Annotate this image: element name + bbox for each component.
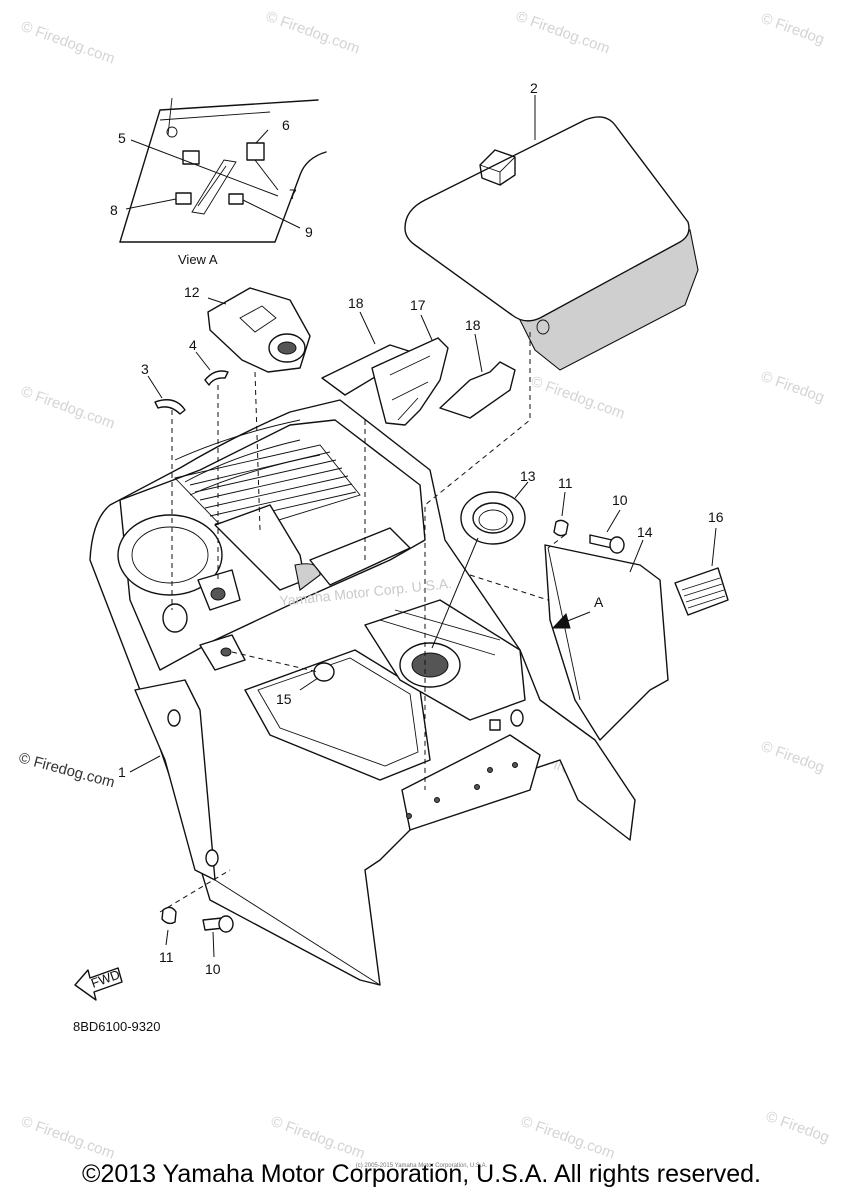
side-hole bbox=[162, 603, 188, 633]
view-a-inset bbox=[119, 97, 327, 243]
callouts: 2 5 6 7 8 9 View A 12 18 17 18 4 3 13 11… bbox=[110, 80, 724, 977]
callout-14: 14 bbox=[637, 524, 653, 540]
watermark-b1: © Firedog.com bbox=[269, 1113, 367, 1163]
watermark-top-1: © Firedog.com bbox=[264, 8, 362, 58]
bracket-17 bbox=[371, 337, 449, 426]
fwd-arrow: FWD bbox=[74, 967, 123, 1001]
inset-body bbox=[119, 151, 327, 243]
inset-pad-8 bbox=[175, 192, 192, 205]
callout-7: 7 bbox=[289, 186, 297, 202]
callout-6: 6 bbox=[282, 117, 290, 133]
clip-4 bbox=[204, 370, 229, 386]
body-top-rim bbox=[119, 419, 426, 671]
inset-outline bbox=[119, 99, 319, 243]
inset-pad-5 bbox=[182, 150, 200, 165]
watermark-ml: © Firedog.com bbox=[19, 383, 117, 433]
fasteners-right bbox=[553, 491, 625, 554]
copyright-footer: ©2013 Yamaha Motor Corporation, U.S.A. A… bbox=[82, 1160, 761, 1188]
diagram-code: 8BD6100-9320 bbox=[73, 1019, 160, 1034]
part-12-holder bbox=[207, 287, 311, 373]
lid-top bbox=[404, 116, 690, 322]
watermark-top-2: © Firedog.com bbox=[514, 8, 612, 58]
callout-view-a: A bbox=[594, 594, 604, 610]
watermark-dark: © Firedog.com bbox=[17, 749, 117, 791]
callout-11-left: 11 bbox=[159, 949, 174, 965]
lid-knob bbox=[479, 149, 516, 186]
callout-2: 2 bbox=[530, 80, 538, 96]
callout-5: 5 bbox=[118, 130, 126, 146]
callout-9: 9 bbox=[305, 224, 313, 240]
watermark-mr: © Firedog bbox=[759, 368, 827, 407]
callout-10-right: 10 bbox=[612, 492, 628, 508]
callout-4: 4 bbox=[189, 337, 197, 353]
inset-pad-9 bbox=[228, 193, 244, 205]
callout-12: 12 bbox=[184, 284, 200, 300]
mount-flange bbox=[401, 734, 541, 831]
view-a-arrow bbox=[551, 611, 591, 629]
pad-18-right bbox=[439, 361, 516, 419]
callout-8: 8 bbox=[110, 202, 118, 218]
tiny-notice: (c) 2005-2015 Yamaha Motor Corporation, … bbox=[355, 1163, 488, 1169]
callout-17: 17 bbox=[410, 297, 426, 313]
fwd-arrow-shape bbox=[74, 967, 123, 1001]
callout-18-right: 18 bbox=[465, 317, 481, 333]
lid-side bbox=[519, 229, 699, 371]
watermark-tl: © Firedog.com bbox=[19, 18, 117, 68]
callout-13: 13 bbox=[520, 468, 536, 484]
part-2-lid bbox=[404, 95, 699, 371]
part-15-cap bbox=[299, 662, 335, 691]
watermark-br: © Firedog bbox=[764, 1108, 832, 1147]
callout-10-left: 10 bbox=[205, 961, 221, 977]
watermark-b2: © Firedog.com bbox=[519, 1113, 617, 1163]
side-cover bbox=[544, 544, 669, 741]
part-14-side-cover bbox=[544, 539, 669, 741]
callout-15: 15 bbox=[276, 691, 292, 707]
watermark-m1: © Firedog.com bbox=[529, 373, 627, 423]
storage-bin bbox=[244, 649, 431, 781]
inset-pad-6 bbox=[246, 142, 265, 161]
cap-15 bbox=[313, 662, 335, 682]
clip-3 bbox=[154, 399, 186, 415]
nut-11-right bbox=[553, 519, 569, 537]
clips-3-4 bbox=[147, 351, 229, 415]
inset-slot bbox=[191, 159, 237, 215]
fasteners-left bbox=[161, 906, 234, 958]
callout-3: 3 bbox=[141, 361, 149, 377]
part-1-body bbox=[89, 399, 636, 986]
part-17-18-brackets bbox=[321, 311, 516, 426]
bolt-10-right bbox=[589, 534, 613, 549]
watermark-bl: © Firedog.com bbox=[19, 1113, 117, 1163]
callout-18-left: 18 bbox=[348, 295, 364, 311]
part-16-label bbox=[674, 527, 729, 616]
assembly-lines bbox=[159, 332, 566, 913]
watermark-tr: © Firedog bbox=[759, 10, 827, 49]
right-pocket bbox=[309, 527, 411, 586]
callout-1: 1 bbox=[118, 764, 126, 780]
part-13-grommet bbox=[431, 481, 529, 649]
callout-16: 16 bbox=[708, 509, 724, 525]
view-a-label: View A bbox=[178, 252, 218, 267]
callout-11-right: 11 bbox=[558, 475, 573, 491]
watermark-m4: © Firedog bbox=[759, 738, 827, 777]
